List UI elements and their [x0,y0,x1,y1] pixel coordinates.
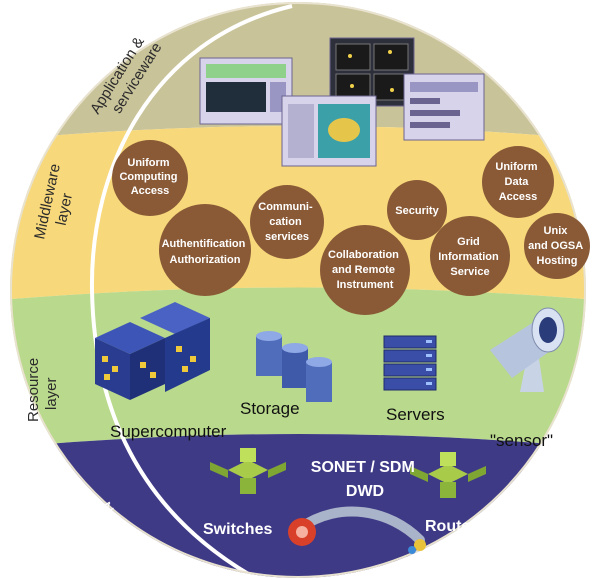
supercomputer-label: Supercomputer [110,422,227,441]
switch-icon [210,448,286,494]
app-window-2 [329,37,415,107]
resource-layer-label: Resource layer [25,354,60,422]
svg-text:Unix and OGSA: Unix and OGSA Hosting [528,225,586,267]
app-window-3 [281,95,377,167]
service-grid-information-service: Grid Information Service [430,216,510,296]
app-window-4 [403,73,485,141]
service-authentification-authorization: Authentification Authorization [159,204,251,296]
app-window-1 [199,57,293,125]
service-unix-ogsa-hosting: Unix and OGSA Hosting [524,213,590,279]
svg-text:Uniform Computing: Uniform Computing Access [119,157,180,197]
svg-text:Uniform Data A: Uniform Data Access [495,161,540,203]
svg-text:Collaboration and Remo: Collaboration and Remote Instrument [328,249,402,291]
fiber-optic-cable-icon [288,506,426,554]
middleware-services: Uniform Computing Access Authentificatio… [112,140,590,315]
service-communication-services: Communi- cation services [250,185,324,259]
svg-text:Grid Information: Grid Information Service [438,236,502,278]
service-uniform-computing-access: Uniform Computing Access [112,140,188,216]
network-band [10,434,586,578]
sensor-telescope-icon [490,307,565,392]
svg-text:Authentification Autho: Authentification Authorization [162,238,249,266]
servers-icon [383,335,437,391]
switches-label: Switches [203,521,272,538]
servers-label: Servers [386,405,445,424]
outer-ring [10,2,586,578]
routers-label: Routers [425,518,486,535]
service-security: Security [387,180,447,240]
sonet-label: SONET / SDM DWD [311,459,419,500]
service-uniform-data-access: Uniform Data Access [482,146,554,218]
svg-text:Communi- cation: Communi- cation services [258,201,315,243]
storage-icon [256,331,332,402]
layer-divider-arc [89,4,293,577]
supercomputer-icon [95,302,210,400]
storage-label: Storage [240,399,300,418]
service-collaboration-remote-instrument: Collaboration and Remote Instrument [320,225,410,315]
svg-text:Security: Security [395,205,439,217]
router-icon [410,452,486,498]
application-windows [199,37,485,167]
sensor-label: "sensor" [490,431,553,450]
